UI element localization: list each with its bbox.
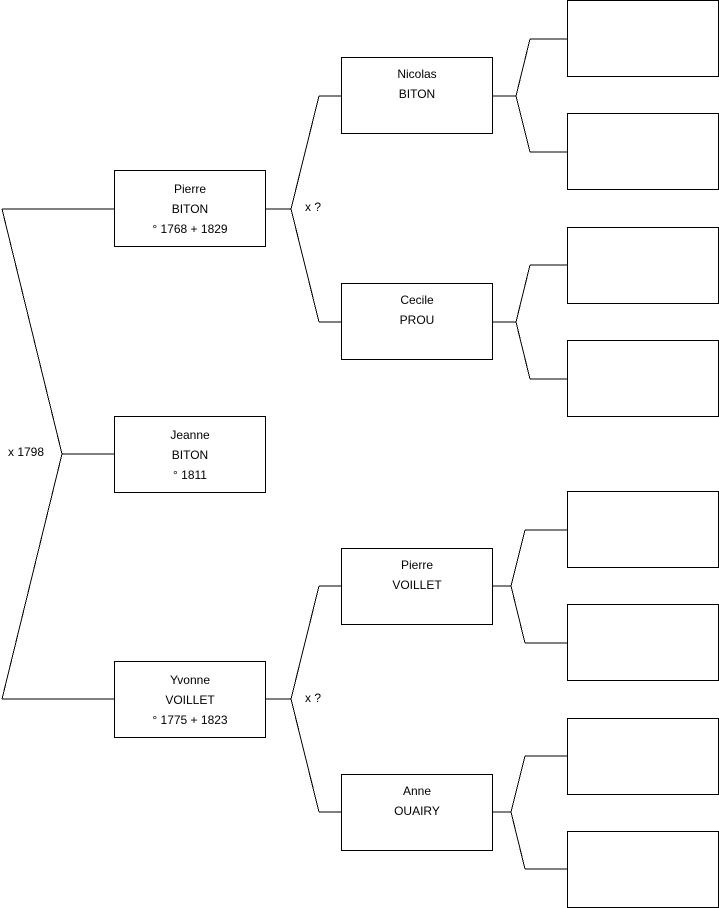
empty-person-box[interactable]: [567, 113, 719, 190]
connector-line: [290, 95, 320, 210]
person-box-nicolas-biton[interactable]: Nicolas BITON: [341, 57, 493, 134]
connector-line: [510, 811, 526, 870]
empty-person-box[interactable]: [567, 718, 719, 795]
person-surname: OUAIRY: [394, 804, 440, 818]
person-surname: VOILLET: [392, 578, 442, 592]
connector-line: [1, 453, 63, 700]
person-box-yvonne-voillet[interactable]: Yvonne VOILLET ° 1775 + 1823: [114, 661, 266, 738]
connector-line: [290, 208, 320, 323]
marriage-label-root: x 1798: [8, 445, 45, 459]
person-first-name: Cecile: [400, 293, 434, 307]
person-surname: VOILLET: [165, 692, 215, 707]
connector-line: [515, 95, 531, 153]
empty-person-box[interactable]: [567, 831, 719, 908]
person-first-name: Pierre: [400, 558, 433, 572]
person-surname: BITON: [398, 87, 436, 101]
connector-line: [510, 529, 526, 587]
connector-line: [515, 38, 531, 97]
person-first-name: Pierre: [173, 181, 206, 196]
person-surname: PROU: [399, 313, 435, 327]
person-box-pierre-voillet[interactable]: Pierre VOILLET: [341, 548, 493, 625]
person-surname: BITON: [171, 447, 209, 462]
person-first-name: Nicolas: [397, 67, 437, 81]
empty-person-box[interactable]: [567, 491, 719, 568]
empty-person-box[interactable]: [567, 227, 719, 304]
connector-line: [510, 755, 526, 813]
connector-line: [290, 698, 320, 813]
connector-line: [1, 208, 63, 455]
person-dates: ° 1775 + 1823: [152, 712, 228, 727]
person-box-anne-ouairy[interactable]: Anne OUAIRY: [341, 774, 493, 851]
empty-person-box[interactable]: [567, 0, 719, 77]
person-first-name: Jeanne: [170, 427, 210, 442]
connector-line: [290, 585, 320, 700]
person-box-jeanne-biton[interactable]: Jeanne BITON ° 1811: [114, 416, 266, 493]
empty-person-box[interactable]: [567, 340, 719, 417]
connector-line: [515, 321, 531, 380]
empty-person-box[interactable]: [567, 604, 719, 681]
marriage-label-paternal: x ?: [305, 200, 322, 214]
marriage-label-maternal: x ?: [305, 691, 322, 705]
person-dates: ° 1768 + 1829: [152, 221, 228, 236]
person-box-cecile-prou[interactable]: Cecile PROU: [341, 283, 493, 360]
person-surname: BITON: [171, 201, 209, 216]
person-dates: ° 1811: [173, 467, 207, 482]
person-first-name: Yvonne: [169, 672, 211, 687]
person-first-name: Anne: [402, 784, 432, 798]
connector-line: [515, 264, 531, 323]
person-box-pierre-biton[interactable]: Pierre BITON ° 1768 + 1829: [114, 170, 266, 247]
connector-line: [510, 585, 526, 644]
